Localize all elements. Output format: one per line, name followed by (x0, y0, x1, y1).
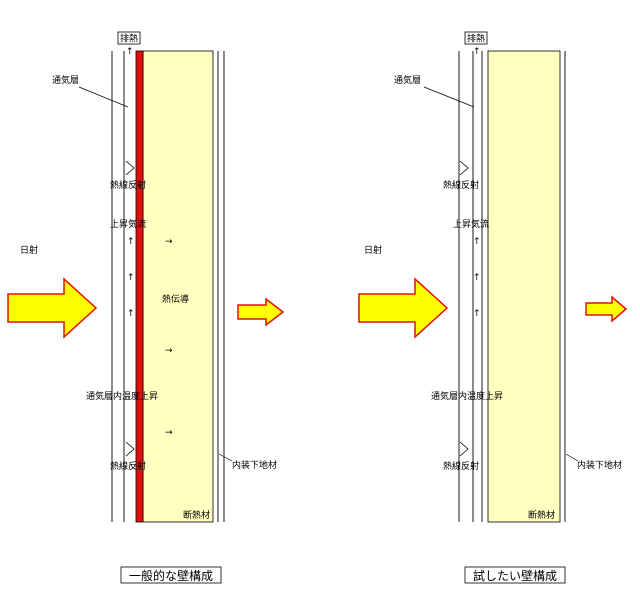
up-arrow-icon: ↑ (127, 237, 135, 247)
reflect-bottom-label: 熱線反射 (110, 460, 146, 472)
up-arrow-icon: ↑ (473, 47, 481, 57)
up-arrow-icon: ↑ (127, 273, 135, 283)
solar-arrow (358, 277, 449, 339)
right-arrow-icon: → (165, 237, 173, 247)
diagram-general: 排熱 ↑ 通気層 熱線反射 上昇気流 ↑ ↑ ↑ → 熱伝導 → → 日射 通気… (7, 31, 285, 584)
up-arrow-icon: ↑ (473, 237, 481, 247)
up-arrow-icon: ↑ (473, 273, 481, 283)
conduction-label: 熱伝導 (162, 293, 189, 305)
air-layer-leader (78, 86, 129, 108)
insulation-label: 断熱材 (183, 509, 210, 521)
interior-leader (565, 453, 579, 462)
updraft-label: 上昇気流 (110, 218, 146, 230)
temp-rise-label: 通気層内温度上昇 (431, 390, 503, 402)
air-layer-label: 通気層 (394, 74, 421, 86)
reflect-top-label: 熱線反射 (443, 179, 479, 191)
exhaust-box (464, 31, 488, 45)
reflect-bottom-icon (125, 441, 135, 457)
interior-leader (218, 453, 233, 462)
reflect-top-icon (459, 160, 469, 176)
up-arrow-icon: ↑ (127, 309, 135, 319)
reflect-top-icon (125, 160, 135, 176)
air-layer-label: 通気層 (52, 74, 79, 86)
up-arrow-icon: ↑ (126, 47, 134, 57)
out-arrow (237, 297, 285, 327)
interior-label: 内装下地材 (577, 459, 622, 471)
air-layer-leader (423, 86, 475, 108)
temp-rise-label: 通気層内温度上昇 (86, 390, 158, 402)
reflect-bottom-icon (459, 441, 469, 457)
insulation-label: 断熱材 (528, 509, 555, 521)
reflect-top-label: 熱線反射 (110, 179, 146, 191)
up-arrow-icon: ↑ (473, 309, 481, 319)
red-layer (135, 50, 144, 523)
exhaust-box (117, 31, 141, 45)
solar-label: 日射 (20, 244, 38, 256)
title-box (120, 566, 222, 584)
diagram-proposed: 排熱 ↑ 通気層 熱線反射 上昇気流 ↑ ↑ ↑ 日射 通気層内温度上昇 熱線反… (358, 31, 628, 584)
title-box (464, 566, 566, 584)
interior-label: 内装下地材 (232, 459, 277, 471)
right-arrow-icon: → (165, 428, 173, 438)
insulation-layer (487, 50, 561, 523)
exhaust-label: 排熱 (120, 33, 138, 45)
updraft-label: 上昇気流 (453, 218, 489, 230)
insulation-layer (142, 50, 214, 523)
right-arrow-icon: → (165, 346, 173, 356)
reflect-bottom-label: 熱線反射 (443, 460, 479, 472)
exhaust-label: 排熱 (467, 33, 485, 45)
solar-arrow (7, 277, 98, 339)
diagram-title: 試したい壁構成 (473, 568, 557, 583)
diagram-title: 一般的な壁構成 (129, 568, 213, 583)
out-arrow (585, 295, 628, 323)
solar-label: 日射 (364, 244, 382, 256)
